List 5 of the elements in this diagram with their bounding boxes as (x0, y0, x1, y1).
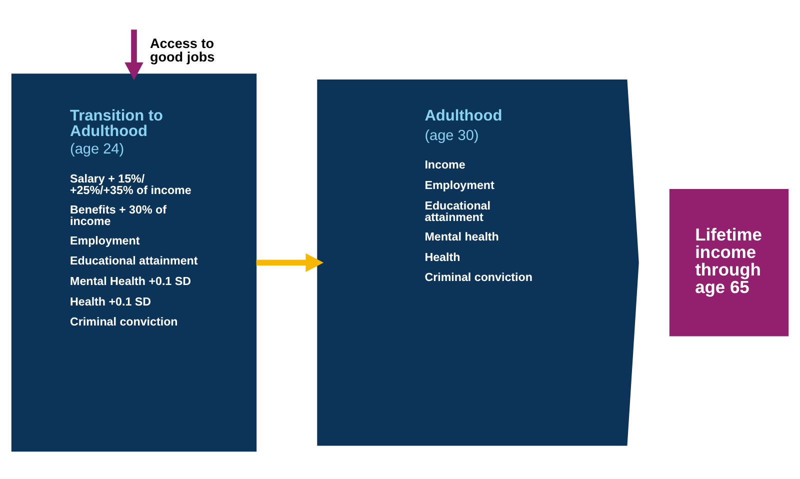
arrow (124, 29, 144, 80)
node-box: Transition to Adulthood (age 24) Salary + 15%/ +25%/+35% of income Benefits + 30% of income Employment Educational attainment Mental Health +0.1 SD Health +0.1 SD Criminal conviction (11, 73, 257, 452)
arrow (256, 252, 324, 272)
node-box: Lifetime income through age 65 (669, 188, 789, 336)
edge-label: Access to good jobs (150, 36, 215, 64)
